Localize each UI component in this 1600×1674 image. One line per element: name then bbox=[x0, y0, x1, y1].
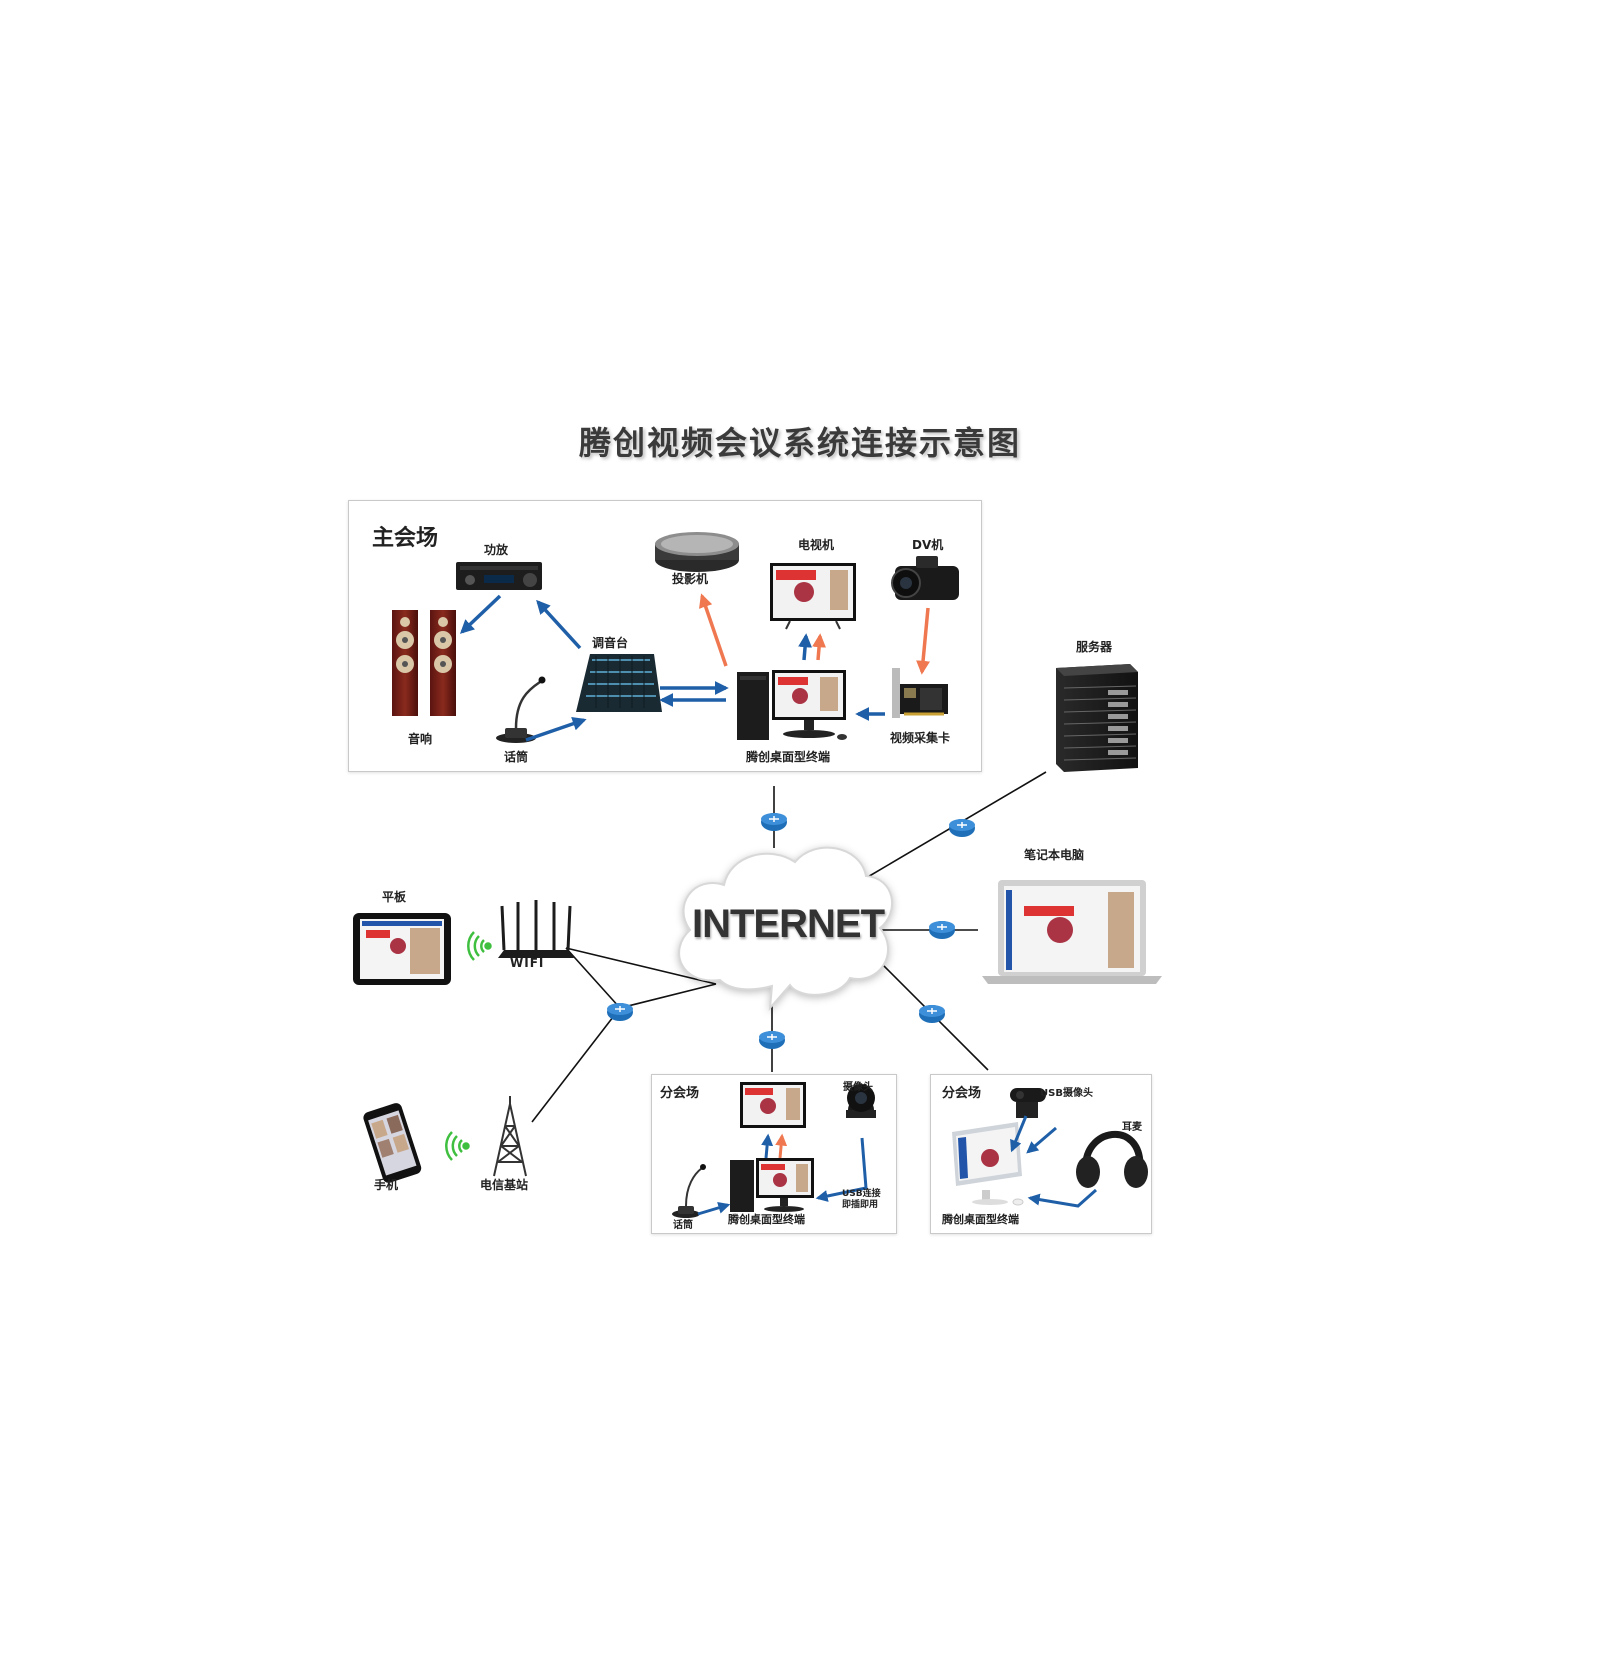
server-label: 服务器 bbox=[1076, 640, 1113, 654]
routers bbox=[607, 813, 975, 1049]
sub1-microphone-label: 话筒 bbox=[673, 1220, 693, 1231]
line-wifi-branch bbox=[565, 947, 621, 1009]
tablet-label: 平板 bbox=[382, 890, 407, 904]
router-icon bbox=[759, 1031, 785, 1049]
diagram-title: 腾创视频会议系统连接示意图 bbox=[578, 424, 1021, 462]
sub1-usb-note-line1: USB连接 bbox=[842, 1189, 881, 1199]
server-icon bbox=[1056, 664, 1138, 772]
wifi-router-icon bbox=[498, 900, 574, 958]
microphone-icon bbox=[496, 676, 546, 743]
router-icon bbox=[607, 1003, 633, 1021]
dv-label: DV机 bbox=[912, 538, 944, 552]
router-icon bbox=[761, 813, 787, 831]
line-internet-left bbox=[619, 983, 717, 1009]
sub2-heading: 分会场 bbox=[942, 1086, 982, 1101]
sub2-usb-camera-label: USB摄像头 bbox=[1040, 1088, 1093, 1099]
main-terminal-label: 腾创桌面型终端 bbox=[746, 750, 831, 764]
line-tower-to-internet bbox=[531, 1007, 621, 1123]
router-icon bbox=[929, 921, 955, 939]
tv-icon bbox=[770, 563, 856, 630]
sub2-headset-label: 耳麦 bbox=[1122, 1122, 1142, 1133]
capture-card-label: 视频采集卡 bbox=[890, 731, 951, 745]
internet-cloud bbox=[678, 846, 894, 1011]
phone-label: 手机 bbox=[374, 1178, 399, 1192]
tv-label: 电视机 bbox=[798, 538, 835, 552]
line-wifi-to-internet bbox=[565, 947, 717, 985]
projector-label: 投影机 bbox=[672, 572, 709, 586]
base-station-icon bbox=[493, 1096, 527, 1177]
sub2-monitor-icon bbox=[952, 1122, 1024, 1206]
router-icon bbox=[949, 819, 975, 837]
desktop-terminal-icon bbox=[737, 670, 847, 740]
sub1-ptz-camera-icon bbox=[846, 1084, 876, 1118]
mixer-label: 调音台 bbox=[592, 636, 629, 650]
sub2-arrows bbox=[1010, 1115, 1097, 1208]
speakers-label: 音响 bbox=[408, 732, 433, 746]
wifi-signal-icon bbox=[467, 931, 492, 961]
main-venue-arrows bbox=[459, 593, 931, 742]
speakers-icon bbox=[392, 610, 456, 716]
dv-camera-icon bbox=[891, 556, 959, 600]
tablet-icon bbox=[353, 913, 451, 985]
mixer-icon bbox=[576, 654, 662, 712]
mobile-signal-icon bbox=[445, 1131, 470, 1161]
sub2-terminal-label: 腾创桌面型终端 bbox=[942, 1213, 1019, 1226]
sub1-terminal-label: 腾创桌面型终端 bbox=[728, 1213, 805, 1226]
amplifier-icon bbox=[456, 562, 542, 590]
sub1-microphone-icon bbox=[672, 1164, 706, 1218]
sub1-tv-icon bbox=[740, 1082, 806, 1128]
laptop-label: 笔记本电脑 bbox=[1024, 848, 1085, 862]
sub1-camera-label: 摄像头 bbox=[843, 1082, 873, 1093]
amplifier-label: 功放 bbox=[484, 543, 509, 557]
wifi-label: WIFI bbox=[510, 956, 545, 970]
sub1-usb-note-line2: 即插即用 bbox=[842, 1200, 879, 1210]
internet-label: INTERNET bbox=[692, 902, 885, 946]
sub2-usb-camera-icon bbox=[1010, 1088, 1046, 1118]
sub1-heading: 分会场 bbox=[660, 1086, 700, 1101]
projector-icon bbox=[655, 532, 739, 572]
base-station-label: 电信基站 bbox=[480, 1178, 529, 1192]
main-venue-heading: 主会场 bbox=[372, 526, 439, 551]
sub1-desktop-icon bbox=[730, 1158, 814, 1212]
sub1-arrows bbox=[697, 1133, 868, 1216]
microphone-label: 话筒 bbox=[504, 750, 529, 764]
phone-icon bbox=[363, 1103, 422, 1183]
laptop-icon bbox=[982, 880, 1162, 984]
router-icon bbox=[919, 1005, 945, 1023]
capture-card-icon bbox=[892, 668, 948, 718]
sub2-headset-icon bbox=[1076, 1130, 1148, 1188]
